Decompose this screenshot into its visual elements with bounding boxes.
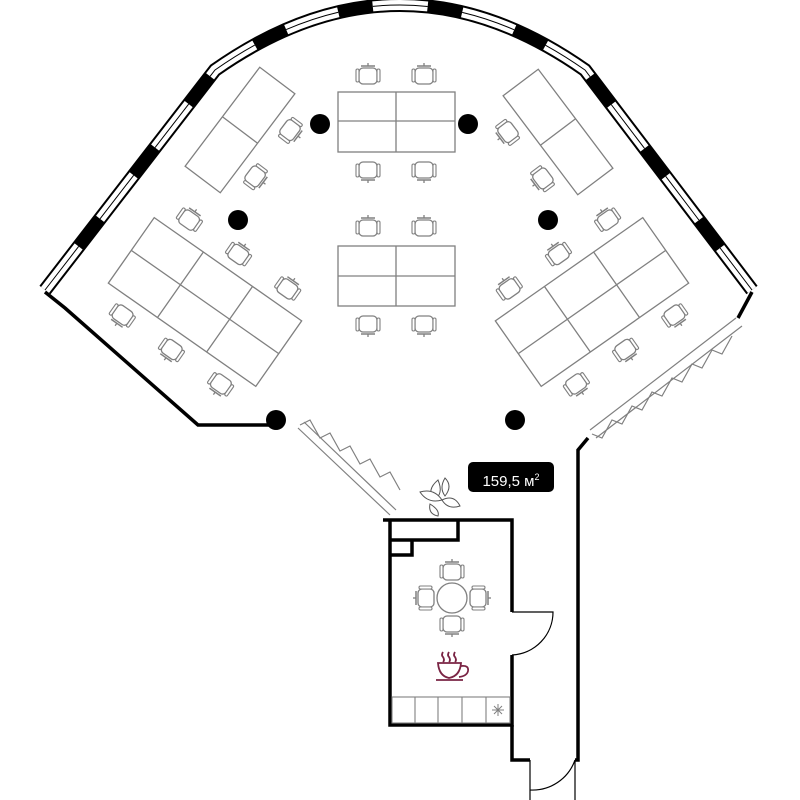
columns	[228, 114, 558, 430]
kitchen-table	[412, 558, 492, 638]
area-badge: 159,5 м2	[468, 462, 554, 492]
snowflake-icon	[492, 704, 504, 716]
desk-cluster-right-bottom	[491, 201, 693, 403]
area-unit-power: 2	[534, 472, 540, 482]
desk-cluster-left-top	[184, 66, 309, 195]
desk-cluster-center-top	[337, 62, 456, 184]
desk-cluster-right-top	[489, 68, 614, 197]
desk-cluster-left-bottom	[104, 201, 306, 403]
walls	[43, 290, 754, 762]
desk-cluster-center-middle	[337, 214, 456, 338]
door-entrance[interactable]	[529, 759, 576, 800]
plant-icon	[419, 477, 461, 517]
glass-partitions	[297, 317, 743, 516]
kitchen-counter	[391, 696, 511, 724]
window-wall	[39, 0, 758, 295]
coffee-cup-icon	[436, 651, 470, 681]
area-value: 159,5 м	[482, 473, 535, 490]
door-kitchen[interactable]	[511, 611, 554, 656]
